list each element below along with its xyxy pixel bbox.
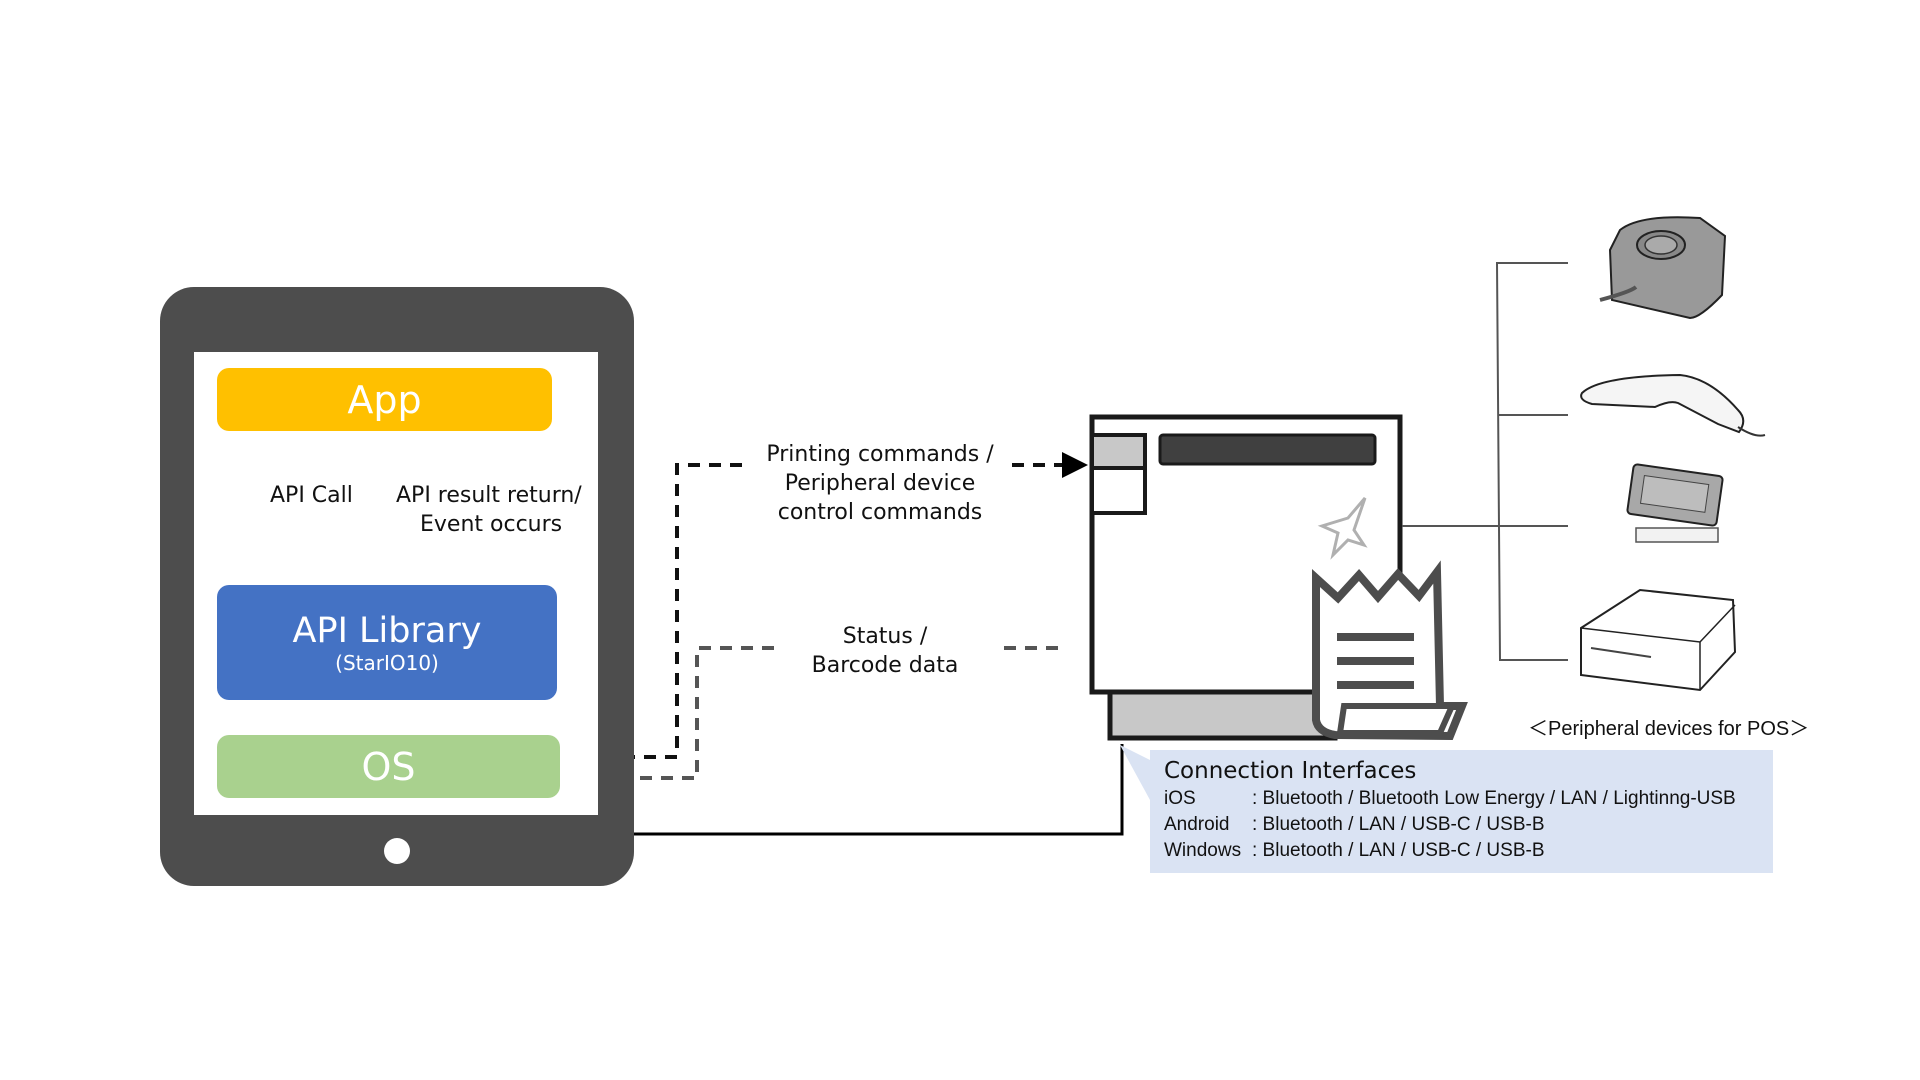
api-call-label: API Call <box>270 483 353 508</box>
cash-drawer-icon <box>1580 588 1737 692</box>
status-flow-label-line2: Barcode data <box>811 653 959 678</box>
customer-display-icon <box>1626 463 1724 543</box>
command-flow-label-line1: Printing commands / <box>766 442 994 467</box>
command-flow-line <box>560 463 745 759</box>
home-button-icon <box>384 838 410 864</box>
star-logo-icon <box>1317 497 1368 560</box>
connection-os-name: Android <box>1164 814 1230 835</box>
command-flow-label-line3: control commands <box>777 500 983 525</box>
connection-interfaces-value: : Bluetooth / LAN / USB-C / USB-B <box>1252 840 1545 861</box>
api-library-sublabel: (StarIO10) <box>335 650 439 675</box>
os-layer: OS <box>217 735 560 798</box>
api-result-label-line2: Event occurs <box>420 512 563 537</box>
melody-speaker-icon <box>1599 216 1727 320</box>
usb-cable-line <box>634 744 1124 836</box>
callout-pointer <box>1120 745 1150 800</box>
command-flow-label: Printing commands / Peripheral device co… <box>740 440 1020 527</box>
app-layer-label: App <box>347 377 422 422</box>
os-layer-label: OS <box>361 744 416 789</box>
printer-icon <box>1089 414 1403 741</box>
connection-interfaces-value: : Bluetooth / Bluetooth Low Energy / LAN… <box>1252 788 1736 809</box>
api-library-label: API Library <box>292 610 482 651</box>
status-flow-label-line1: Status / <box>842 624 928 649</box>
connection-interfaces-title: Connection Interfaces <box>1164 758 1417 784</box>
connection-row-ios: iOS : Bluetooth / Bluetooth Low Energy / … <box>1164 788 1736 810</box>
connection-os-name: Windows <box>1164 840 1242 861</box>
status-flow-label: Status / Barcode data <box>790 622 980 680</box>
connection-interfaces-value: : Bluetooth / LAN / USB-C / USB-B <box>1252 814 1545 835</box>
peripheral-devices-caption: ＜Peripheral devices for POS＞ <box>1528 718 1810 740</box>
receipt-icon <box>1312 560 1468 741</box>
api-library-layer: API Library (StarIO10) <box>217 585 557 700</box>
connection-row-android: Android : Bluetooth / LAN / USB-C / USB-B <box>1164 814 1545 836</box>
peripheral-bracket <box>1402 262 1568 661</box>
api-result-label-line1: API result return/ <box>396 483 582 508</box>
connection-os-name: iOS <box>1164 788 1196 809</box>
barcode-scanner-icon <box>1580 373 1766 437</box>
command-arrow-head <box>1062 452 1088 478</box>
connection-interfaces-box: Connection Interfaces iOS : Bluetooth / B… <box>1150 750 1773 873</box>
connection-row-windows: Windows : Bluetooth / LAN / USB-C / USB-B <box>1164 840 1545 862</box>
command-flow-label-line2: Peripheral device <box>784 471 976 496</box>
app-layer: App <box>217 368 552 431</box>
